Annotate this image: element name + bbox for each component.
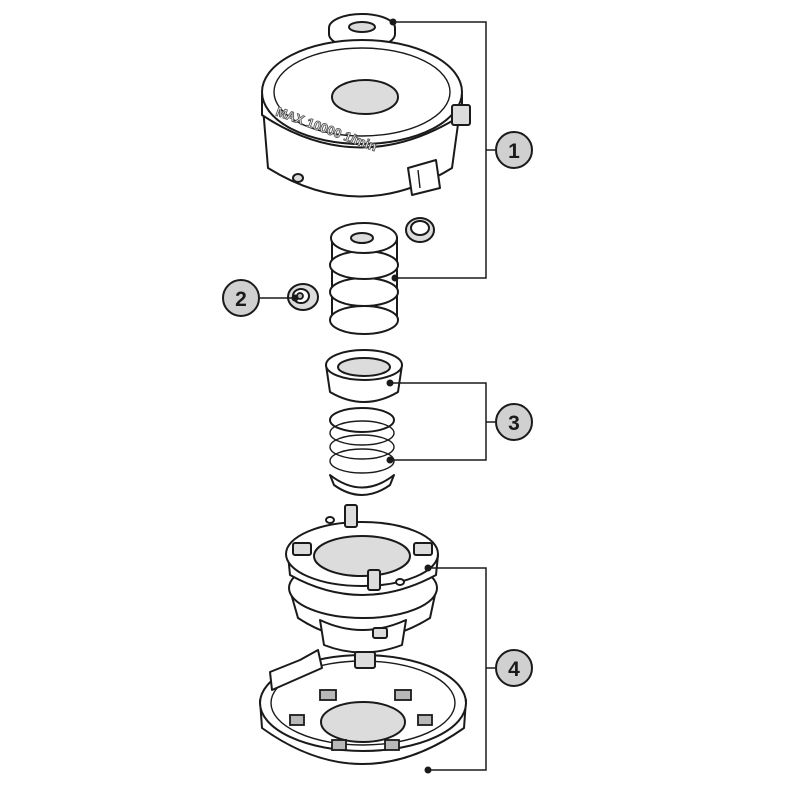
coil-spring	[329, 407, 395, 496]
line-spool	[285, 504, 439, 654]
center-bolt-stack	[329, 222, 399, 335]
callout-3: 3	[495, 403, 533, 441]
callout-4-label: 4	[508, 658, 520, 681]
side-plug-right	[405, 217, 435, 243]
callout-2-label: 2	[235, 288, 247, 311]
callout-1: 1	[495, 131, 533, 169]
callout-2: 2	[222, 279, 260, 317]
base-housing	[259, 649, 467, 765]
callout-4: 4	[495, 649, 533, 687]
spring-cup	[325, 349, 403, 403]
spool-cover-cap: MAX 10000 1/min	[261, 39, 471, 198]
callout-1-label: 1	[508, 140, 520, 163]
callout-3-label: 3	[508, 412, 520, 435]
leader-lines	[260, 18, 495, 774]
